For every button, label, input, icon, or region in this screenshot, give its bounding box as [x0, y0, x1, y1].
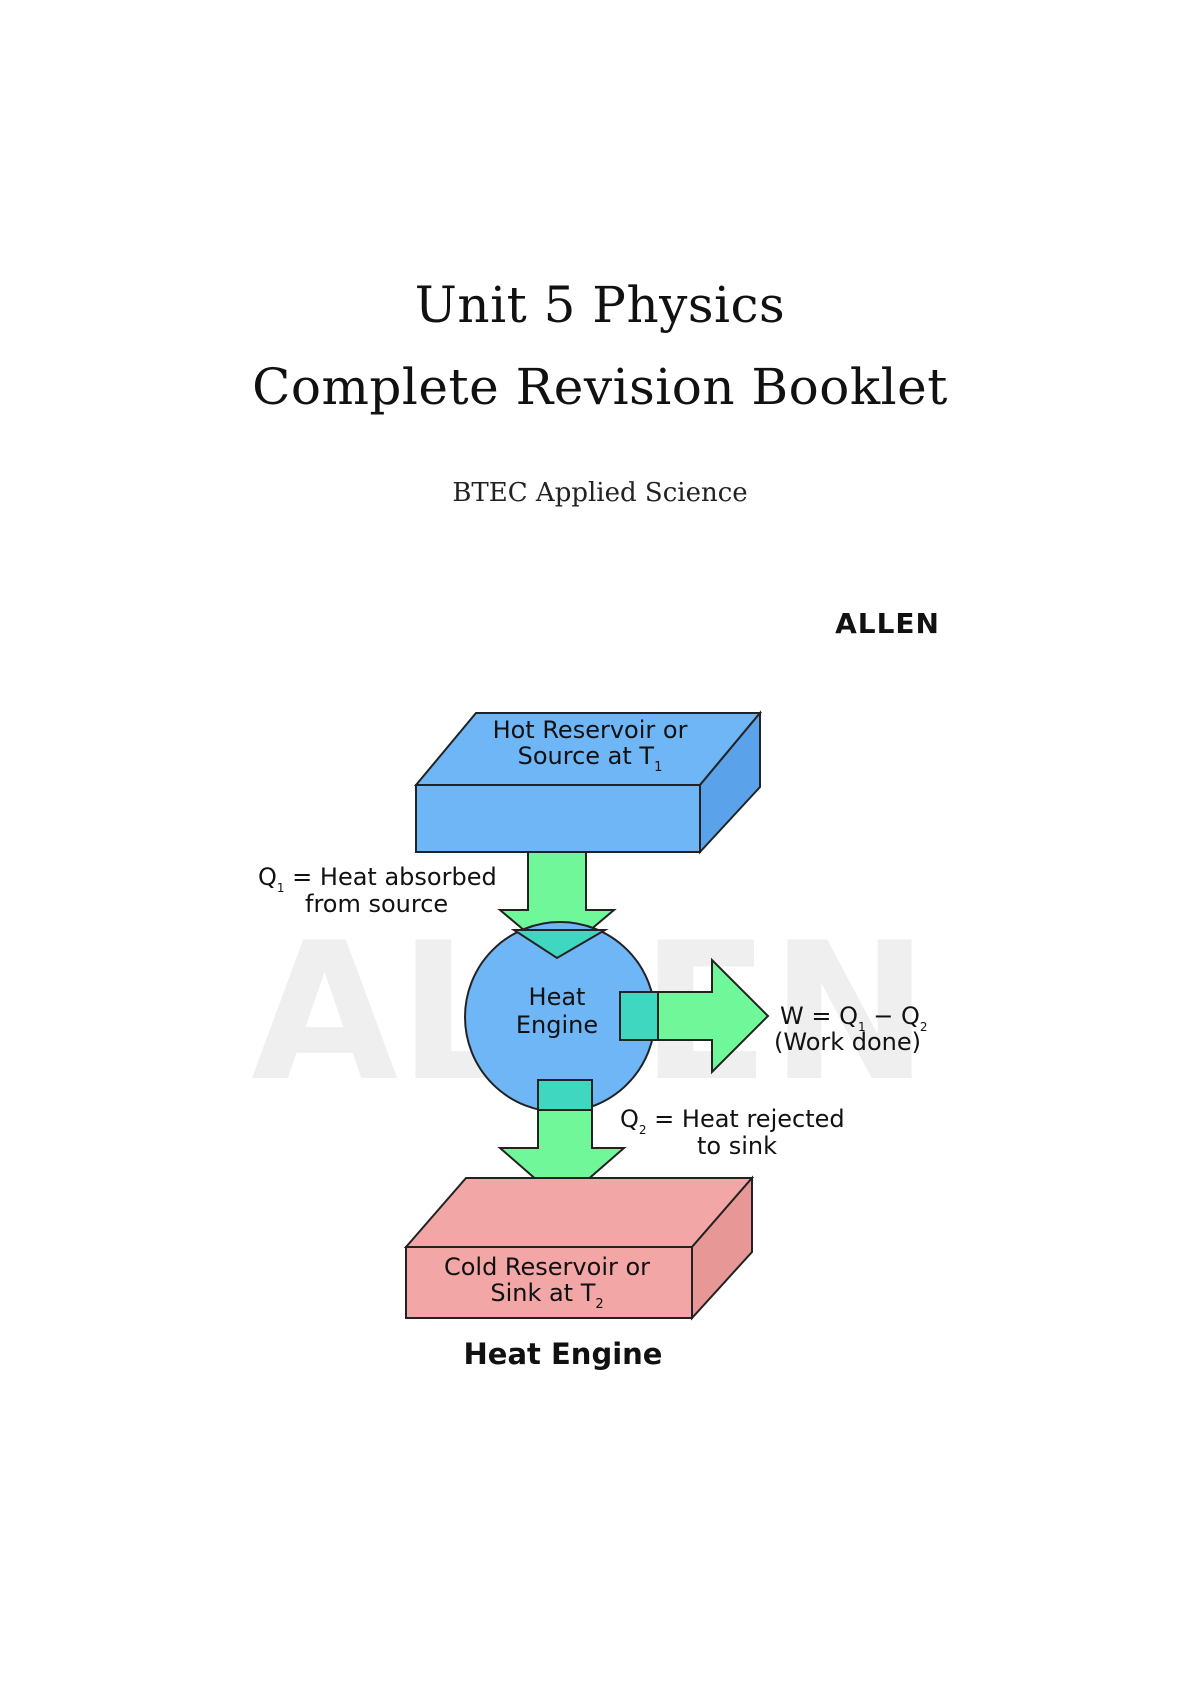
work-label-line-2: (Work done)	[774, 1028, 921, 1056]
cold-reservoir-label-line-2: Sink at T	[490, 1279, 595, 1307]
work-label-w: W = Q	[780, 1002, 858, 1030]
svg-text:W = Q1 − Q2: W = Q1 − Q2	[780, 1002, 928, 1034]
engine-label-line-2: Engine	[516, 1011, 598, 1039]
allen-logo: ALLEN	[835, 607, 940, 640]
heat-out-arrow	[497, 1079, 627, 1204]
heat-engine-circle: Heat Engine	[464, 921, 656, 1113]
work-label-subscript-1: 1	[858, 1020, 866, 1034]
q2-label-line-2: to sink	[697, 1132, 777, 1160]
svg-text:Q1 = Heat absorbed: Q1 = Heat absorbed	[258, 863, 497, 895]
work-label-subscript-2: 2	[920, 1020, 928, 1034]
svg-text:Source at T1: Source at T1	[518, 742, 663, 775]
page-title-line-2: Complete Revision Booklet	[252, 358, 948, 416]
cold-reservoir-label-line-1: Cold Reservoir or	[444, 1253, 650, 1281]
work-label: W = Q1 − Q2 (Work done)	[774, 1002, 928, 1056]
svg-text:Sink at T2: Sink at T2	[490, 1279, 603, 1312]
svg-text:Q2 = Heat rejected: Q2 = Heat rejected	[620, 1105, 845, 1137]
q2-label-subscript: 2	[639, 1123, 647, 1137]
hot-reservoir: Hot Reservoir or Source at T1	[413, 710, 763, 855]
q2-label-prefix: Q	[620, 1105, 639, 1133]
cold-reservoir: Cold Reservoir or Sink at T2	[403, 1175, 755, 1321]
engine-label-line-1: Heat	[529, 983, 586, 1011]
work-label-minus: − Q	[866, 1002, 920, 1030]
q1-label-subscript: 1	[277, 881, 285, 895]
diagram-caption: Heat Engine	[464, 1337, 663, 1371]
q1-label: Q1 = Heat absorbed from source	[258, 863, 497, 918]
q1-label-text: = Heat absorbed	[285, 863, 497, 891]
hot-reservoir-label-line-1: Hot Reservoir or	[493, 716, 688, 744]
q2-label-text: = Heat rejected	[647, 1105, 845, 1133]
q1-label-prefix: Q	[258, 863, 277, 891]
hot-reservoir-subscript: 1	[654, 760, 662, 775]
cold-reservoir-subscript: 2	[595, 1297, 603, 1312]
hot-reservoir-label-line-2: Source at T	[518, 742, 655, 770]
page-subtitle: BTEC Applied Science	[452, 478, 748, 508]
work-output-arrow	[619, 957, 770, 1075]
q1-label-line-2: from source	[305, 890, 448, 918]
page-title-line-1: Unit 5 Physics	[414, 276, 786, 334]
q2-label: Q2 = Heat rejected to sink	[620, 1105, 845, 1160]
